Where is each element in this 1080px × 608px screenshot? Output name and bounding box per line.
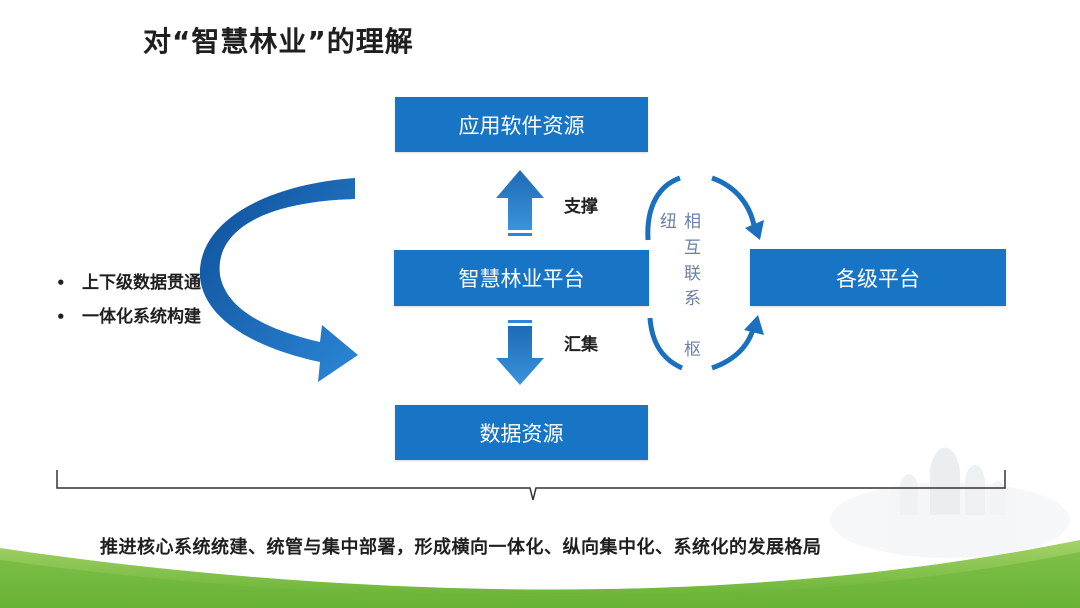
data-resources-box: 数据资源 <box>395 405 648 460</box>
hub-arc-bottom-right <box>711 324 757 371</box>
green-wave-highlight <box>0 552 1080 608</box>
application-software-box: 应用软件资源 <box>395 97 648 152</box>
bullet-dot-icon: • <box>56 274 66 292</box>
hub-arrowhead-top <box>745 220 764 240</box>
hub-char-4: 联 <box>684 264 701 284</box>
hub-char-2: 相 <box>684 212 701 232</box>
bullet-list: • 上下级数据贯通 • 一体化系统构建 <box>56 266 201 334</box>
bullet-item: • 一体化系统构建 <box>56 300 201 334</box>
bullet-text: 上下级数据贯通 <box>82 273 201 293</box>
hub-char-3: 互 <box>684 238 701 258</box>
hub-char-1: 纽 <box>660 212 677 232</box>
hub-char-5: 系 <box>684 289 701 309</box>
hub-arc-top-left <box>645 175 681 241</box>
hub-char-6: 枢 <box>684 340 701 360</box>
bullet-text: 一体化系统构建 <box>82 307 201 327</box>
hub-arrowhead-bottom <box>744 315 764 335</box>
support-label: 支撑 <box>564 197 598 217</box>
bullet-dot-icon: • <box>56 308 66 326</box>
page-title: 对“智慧林业”的理解 <box>143 25 414 58</box>
up-arrow-base <box>508 233 532 236</box>
down-arrow <box>496 326 544 385</box>
bottom-bracket <box>56 470 1006 501</box>
all-level-platforms-box: 各级平台 <box>750 249 1006 306</box>
down-arrow-base <box>508 320 532 323</box>
bullet-item: • 上下级数据贯通 <box>56 266 201 300</box>
hub-arc-bottom-left <box>647 317 684 371</box>
building-decoration <box>830 447 1070 558</box>
collect-label: 汇集 <box>564 335 598 355</box>
summary-text: 推进核心系统统建、统管与集中部署，形成横向一体化、纵向集中化、系统化的发展格局 <box>100 537 822 558</box>
up-arrow <box>496 170 544 230</box>
platform-box: 智慧林业平台 <box>394 250 649 306</box>
left-curved-arrow <box>199 178 358 382</box>
hub-arc-top-right <box>711 175 758 233</box>
